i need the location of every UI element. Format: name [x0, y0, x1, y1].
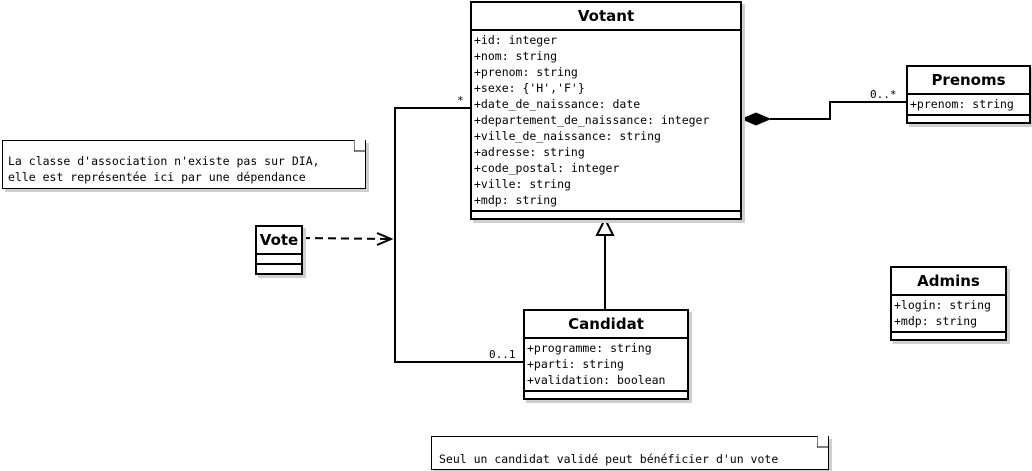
- class-votant[interactable]: Votant +id: integer +nom: string +prenom…: [470, 1, 742, 220]
- class-prenoms-operations: [908, 116, 1029, 122]
- class-admins-name: Admins: [892, 268, 1005, 296]
- class-admins-operations: [892, 333, 1005, 339]
- attribute: +mdp: string: [894, 314, 978, 328]
- note-fold-icon: [354, 140, 365, 152]
- multiplicity-votant: *: [457, 94, 464, 107]
- attribute: +ville: string: [474, 177, 571, 191]
- multiplicity-prenoms: 0..*: [870, 88, 897, 101]
- class-admins[interactable]: Admins +login: string +mdp: string: [890, 266, 1007, 341]
- class-prenoms-attributes: +prenom: string: [908, 95, 1029, 116]
- attribute: +validation: boolean: [527, 373, 666, 387]
- note-line: La classe d'association n'existe pas sur…: [8, 154, 320, 168]
- attribute: +parti: string: [527, 357, 624, 371]
- attribute: +login: string: [894, 298, 991, 312]
- class-candidat[interactable]: Candidat +programme: string +parti: stri…: [523, 309, 689, 400]
- composition-diamond: [740, 112, 772, 126]
- association-votant-candidat: [394, 107, 523, 363]
- attribute: +id: integer: [474, 33, 558, 47]
- attribute: +sexe: {'H','F'}: [474, 81, 585, 95]
- class-prenoms[interactable]: Prenoms +prenom: string: [906, 65, 1031, 124]
- class-votant-name: Votant: [472, 3, 740, 31]
- note-fold-icon: [817, 436, 828, 448]
- attribute: +mdp: string: [474, 193, 558, 207]
- generalization-triangle: [595, 216, 615, 236]
- attribute: +departement_de_naissance: integer: [474, 113, 710, 127]
- note-line: Seul un candidat validé peut bénéficier …: [439, 452, 779, 466]
- class-vote-name: Vote: [257, 227, 301, 255]
- attribute: +code_postal: integer: [474, 161, 620, 175]
- dependency-vote-association: [301, 237, 391, 240]
- attribute: +adresse: string: [474, 145, 585, 159]
- attribute: +programme: string: [527, 341, 652, 355]
- class-votant-operations: [472, 212, 740, 218]
- class-vote[interactable]: Vote: [255, 225, 303, 275]
- class-candidat-operations: [525, 392, 687, 398]
- multiplicity-candidat: 0..1: [489, 348, 516, 361]
- note-association-class[interactable]: La classe d'association n'existe pas sur…: [2, 140, 366, 189]
- class-votant-attributes: +id: integer +nom: string +prenom: strin…: [472, 31, 740, 212]
- attribute: +prenom: string: [474, 65, 578, 79]
- note-line: elle est représentée ici par une dépenda…: [8, 170, 306, 184]
- attribute: +ville_de_naissance: string: [474, 129, 661, 143]
- class-prenoms-name: Prenoms: [908, 67, 1029, 95]
- class-candidat-attributes: +programme: string +parti: string +valid…: [525, 339, 687, 392]
- class-candidat-name: Candidat: [525, 311, 687, 339]
- attribute: +prenom: string: [910, 97, 1014, 111]
- attribute: +nom: string: [474, 49, 558, 63]
- note-candidat-validation[interactable]: Seul un candidat validé peut bénéficier …: [431, 436, 829, 470]
- attribute: +date_de_naissance: date: [474, 97, 641, 111]
- composition-votant-prenoms: [770, 101, 906, 120]
- class-admins-attributes: +login: string +mdp: string: [892, 296, 1005, 333]
- dependency-arrowhead: [376, 232, 394, 246]
- class-vote-operations: [257, 265, 301, 273]
- class-vote-attributes: [257, 255, 301, 265]
